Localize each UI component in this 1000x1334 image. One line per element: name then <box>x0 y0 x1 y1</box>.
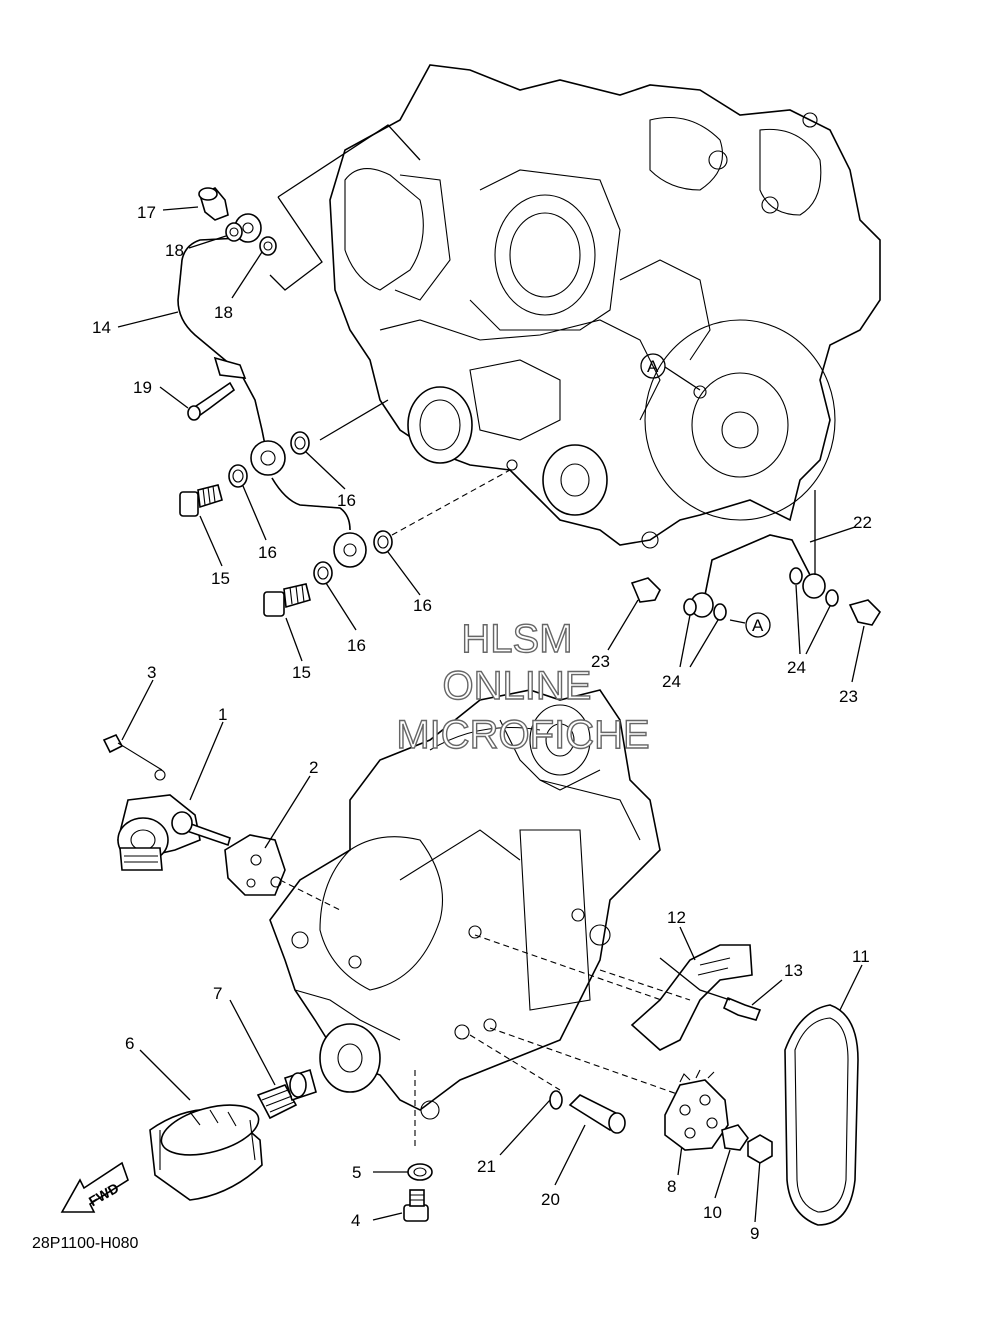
callout-23a: 23 <box>591 652 610 671</box>
leaders-lower-right <box>599 926 863 1011</box>
callout-15b: 15 <box>292 663 311 682</box>
union-bolt-15a <box>179 484 223 517</box>
nut-9 <box>747 1134 773 1164</box>
callout-23b: 23 <box>839 687 858 706</box>
callout-12: 12 <box>667 908 686 927</box>
callout-7: 7 <box>213 984 222 1003</box>
leaders-lower-left <box>121 679 761 1223</box>
callout-8: 8 <box>667 1177 676 1196</box>
callout-17: 17 <box>137 203 156 222</box>
gasket-18b <box>259 236 277 256</box>
o-ring-21 <box>549 1090 563 1110</box>
gasket-5 <box>407 1163 433 1181</box>
callout-16a: 16 <box>337 491 356 510</box>
watermark: HLSM ONLINE MICROFICHE <box>396 616 651 757</box>
callout-20: 20 <box>541 1190 560 1209</box>
gasket-18a <box>225 222 243 242</box>
ref-marker-label-1: A <box>647 357 659 376</box>
callout-18b: 18 <box>214 303 233 322</box>
ref-marker-label-2: A <box>752 616 764 635</box>
gasket-16c-inner <box>377 535 389 549</box>
chain-11 <box>784 1004 859 1226</box>
sprocket-8 <box>664 1069 729 1151</box>
lock-washer-10 <box>721 1124 749 1151</box>
callout-22: 22 <box>853 513 872 532</box>
oil-pipe-22 <box>630 534 882 626</box>
gasket-18a-inner <box>229 227 239 237</box>
oil-pump-1 <box>117 769 231 871</box>
watermark-line-1: HLSM <box>461 617 572 661</box>
drain-bolt-4 <box>403 1189 429 1222</box>
callout-16c: 16 <box>413 596 432 615</box>
gasket-16a-inner <box>294 436 306 450</box>
gasket-16a <box>290 431 310 455</box>
gasket-16d-inner <box>317 566 329 580</box>
callout-24a: 24 <box>662 672 681 691</box>
union-bolt-15b <box>263 583 311 617</box>
callout-3: 3 <box>147 663 156 682</box>
callout-11: 11 <box>852 947 870 966</box>
pipe-20 <box>568 1094 626 1134</box>
upper-crankcase <box>329 64 881 549</box>
callout-24b: 24 <box>787 658 806 677</box>
oil-strainer-7 <box>256 1068 317 1120</box>
ref-marker-circle-1 <box>640 353 666 379</box>
callout-13: 13 <box>784 961 803 980</box>
gasket-5-inner <box>413 1167 427 1177</box>
union-bolt-17 <box>198 187 229 221</box>
callout-19: 19 <box>133 378 152 397</box>
leaders-right-middle <box>607 366 865 683</box>
lower-crankcase <box>269 689 661 1120</box>
callout-6: 6 <box>125 1034 134 1053</box>
bolt-19 <box>187 381 236 421</box>
ref-marker-circle-2 <box>745 612 771 638</box>
callout-2: 2 <box>309 758 318 777</box>
watermark-line-3: MICROFICHE <box>396 713 649 757</box>
gasket-16b <box>228 464 248 488</box>
callout-4: 4 <box>351 1211 360 1230</box>
callout-14: 14 <box>92 318 111 337</box>
callout-15a: 15 <box>211 569 230 588</box>
callout-18a: 18 <box>165 241 184 260</box>
callout-9: 9 <box>750 1224 759 1243</box>
gasket-18b-inner <box>263 241 273 251</box>
bolt-3 <box>102 733 163 771</box>
gasket-2 <box>224 834 286 896</box>
callout-labels: 17 18 18 14 19 16 16 15 16 16 15 22 23 2… <box>92 203 872 1243</box>
gasket-16d <box>313 561 333 585</box>
fwd-arrow-icon <box>60 1161 129 1213</box>
fwd-label: FWD <box>86 1180 122 1210</box>
leaders-upper-left <box>117 124 511 662</box>
callout-21: 21 <box>477 1157 496 1176</box>
callout-16d: 16 <box>347 636 366 655</box>
callout-10: 10 <box>703 1203 722 1222</box>
callout-5: 5 <box>352 1163 361 1182</box>
bolt-13 <box>722 996 762 1021</box>
oil-filter-6 <box>149 1104 263 1201</box>
watermark-line-2: ONLINE <box>443 664 592 708</box>
gasket-16c <box>373 530 393 554</box>
gasket-16b-inner <box>232 469 244 483</box>
callout-1: 1 <box>218 705 227 724</box>
callout-16b: 16 <box>258 543 277 562</box>
diagram-code: 28P1100-H080 <box>32 1235 139 1252</box>
